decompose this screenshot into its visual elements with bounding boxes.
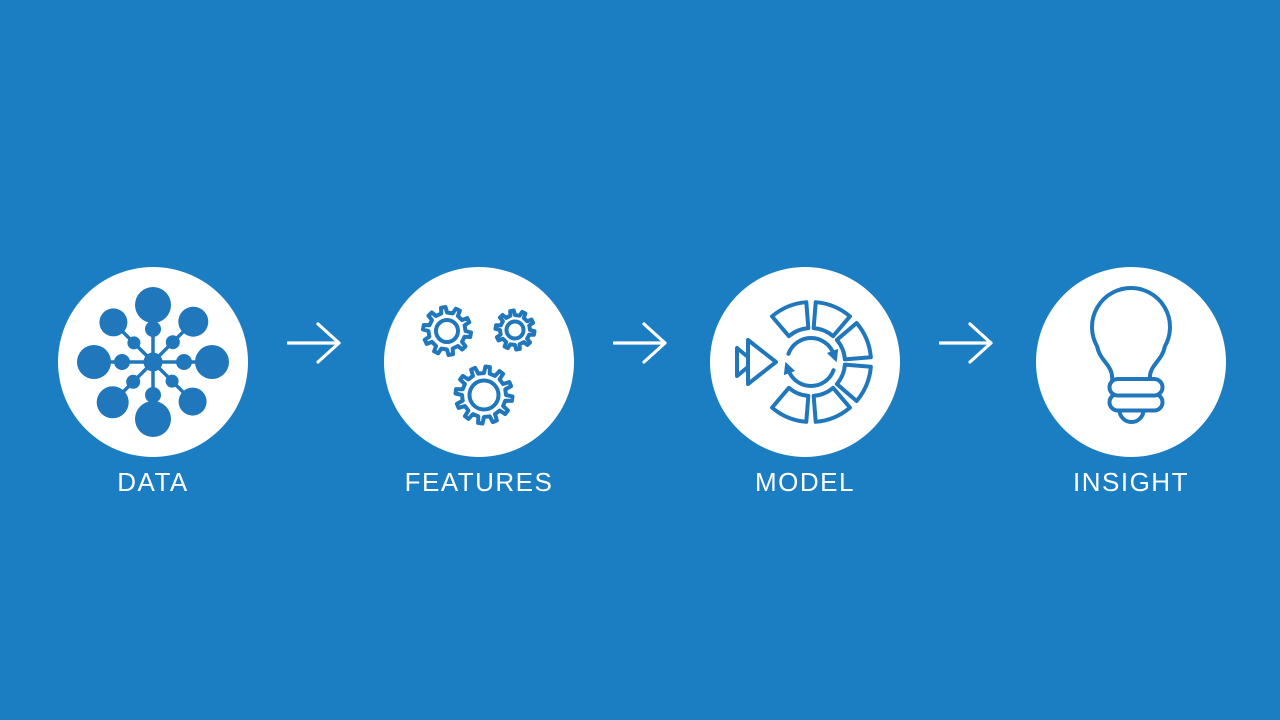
stage-features: FEATURES [384,267,574,498]
right-arrow-icon [613,322,667,364]
stage-data: DATA [58,267,248,498]
stage-label-insight: INSIGHT [1073,467,1189,497]
pipeline-row: DATA FEATURES MODEL INSIGH [58,267,1226,498]
model-iteration-icon [735,300,873,424]
insight-circle [1036,267,1226,457]
data-network-icon [77,287,229,437]
features-circle [384,267,574,457]
right-arrow-icon [939,322,993,364]
lightbulb-icon [1090,286,1172,424]
stage-label-model: MODEL [755,467,855,497]
gears-icon [421,305,537,426]
stage-label-features: FEATURES [404,467,554,497]
model-circle [710,267,900,457]
stage-insight: INSIGHT [1036,267,1226,498]
right-arrow-icon [287,322,341,364]
stage-model: MODEL [710,267,900,498]
data-circle [58,267,248,457]
stage-label-data: DATA [117,467,189,497]
